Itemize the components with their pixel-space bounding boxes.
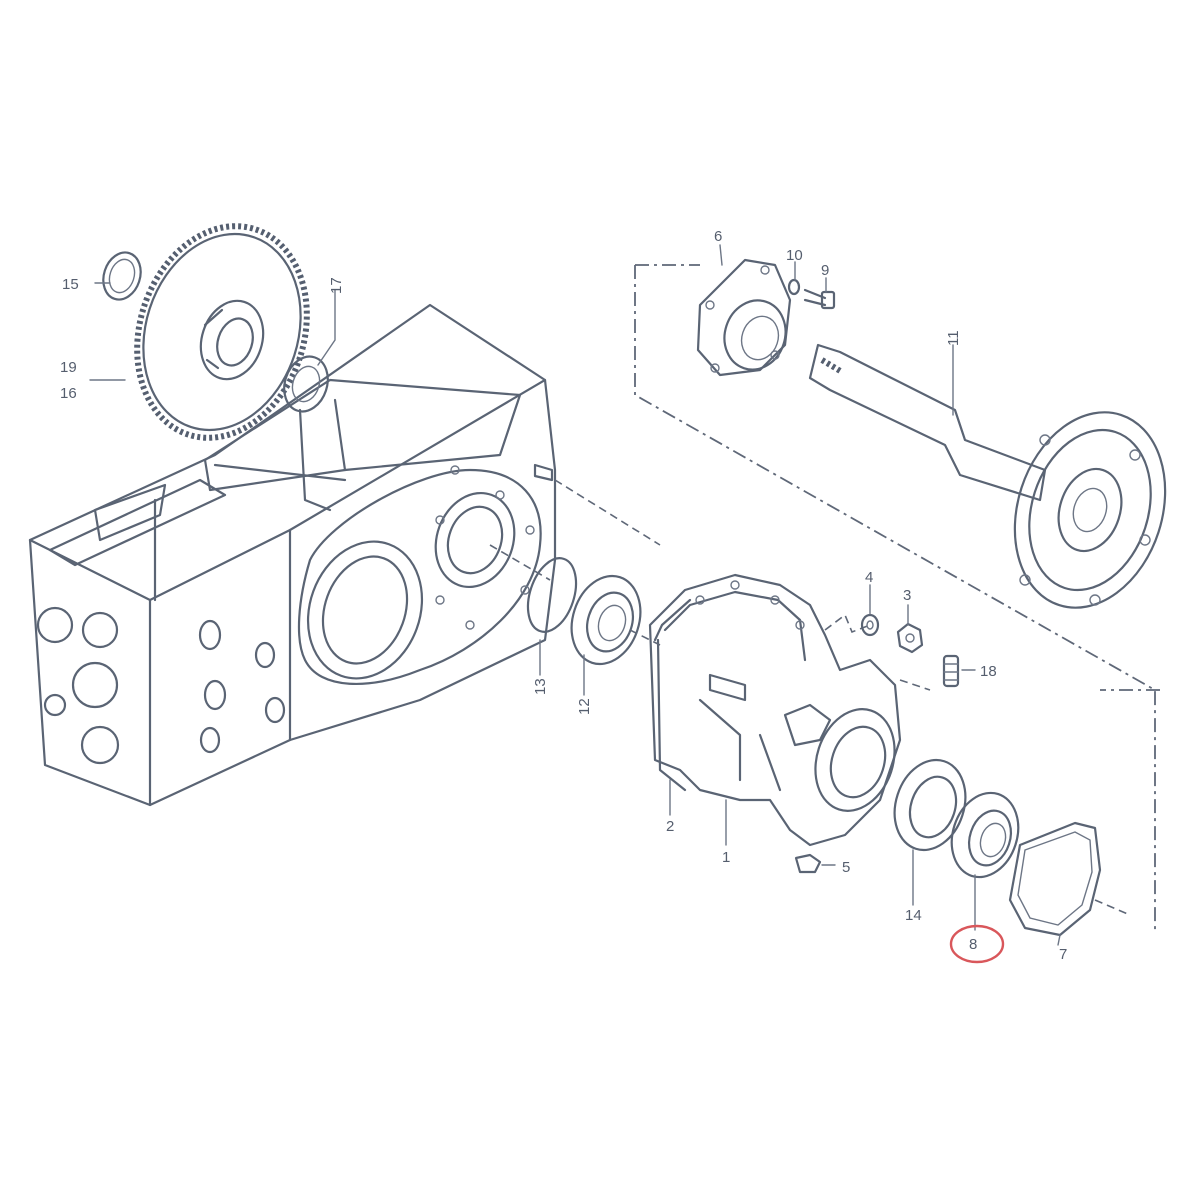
part-label-17[interactable]: 17 (328, 277, 345, 294)
bearing-12 (570, 574, 642, 666)
transmission-housing (28, 303, 557, 807)
assembly-outline (634, 264, 1160, 930)
highlight-circle-part-8 (949, 924, 1005, 964)
stud-line (824, 613, 871, 634)
part-label-8[interactable]: 8 (969, 936, 977, 953)
final-drive-housing-1 (648, 573, 902, 847)
part-label-3[interactable]: 3 (903, 587, 911, 604)
axle-shaft-11 (808, 343, 1167, 609)
part-label-18[interactable]: 18 (980, 663, 997, 680)
cover-7 (1008, 821, 1102, 937)
part-label-10[interactable]: 10 (786, 247, 803, 264)
plug-5 (794, 853, 822, 874)
part-label-14[interactable]: 14 (905, 907, 922, 924)
part-label-16[interactable]: 16 (60, 385, 77, 402)
bolt-9 (803, 288, 836, 310)
part-label-13[interactable]: 13 (532, 678, 549, 695)
gear-19-16 (134, 223, 310, 441)
pin-18 (942, 654, 960, 688)
part-label-4[interactable]: 4 (865, 569, 873, 586)
nut-3 (896, 622, 924, 654)
bearing-14 (893, 758, 967, 852)
part-label-15[interactable]: 15 (62, 276, 79, 293)
part-label-19[interactable]: 19 (60, 359, 77, 376)
flange-6 (696, 258, 792, 377)
part-label-6[interactable]: 6 (714, 228, 722, 245)
gasket-2 (653, 598, 692, 792)
part-label-7[interactable]: 7 (1059, 946, 1067, 963)
leader-lines (89, 244, 1061, 946)
seal-8 (950, 791, 1020, 879)
part-label-1[interactable]: 1 (722, 849, 730, 866)
part-label-2[interactable]: 2 (666, 818, 674, 835)
washer-4 (860, 613, 880, 637)
part-label-12[interactable]: 12 (576, 698, 593, 715)
part-label-5[interactable]: 5 (842, 859, 850, 876)
snap-ring-13 (526, 557, 578, 633)
part-labels: 15 19 16 17 6 10 9 11 4 3 18 13 12 2 1 5… (60, 228, 1067, 963)
assembly-axis (489, 479, 1131, 916)
washer-10 (787, 278, 801, 296)
snap-ring-15 (102, 251, 142, 301)
seal-17 (283, 355, 329, 413)
part-label-9[interactable]: 9 (821, 262, 829, 279)
part-label-11[interactable]: 11 (945, 330, 962, 346)
